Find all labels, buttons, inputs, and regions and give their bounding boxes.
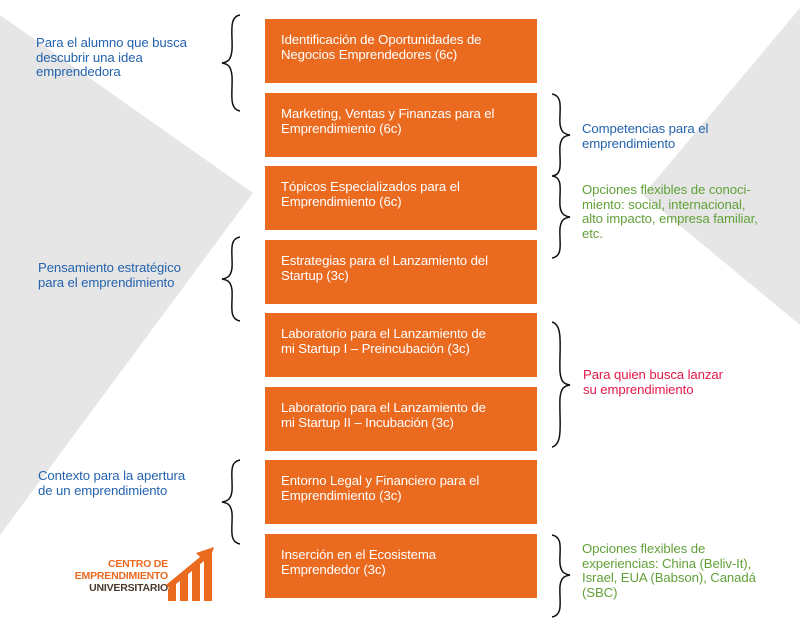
course-box: Entorno Legal y Financiero para el Empre… — [265, 460, 537, 524]
course-title-line1: Marketing, Ventas y Finanzas para el — [281, 106, 495, 121]
label-line: etc. — [582, 225, 603, 241]
left-label-discover-idea: Para el alumno que busca descubrir una i… — [36, 35, 187, 80]
label-line: descubrir una idea — [36, 49, 143, 65]
course-box: Laboratorio para el Lanzamiento de mi St… — [265, 313, 537, 377]
course-title-line1: Inserción en el Ecosistema — [281, 547, 436, 562]
course-title-line1: Laboratorio para el Lanzamiento de — [281, 400, 486, 415]
course-box: Laboratorio para el Lanzamiento de mi St… — [265, 387, 537, 451]
course-box: Estrategias para el Lanzamiento del Star… — [265, 240, 537, 304]
growth-chart-arrow-icon — [166, 547, 214, 601]
left-brace-icon — [221, 236, 241, 322]
course-title-line2: Negocios Emprendedores (6c) — [281, 47, 458, 62]
label-line: (SBC) — [582, 584, 618, 600]
course-title-line2: mi Startup I – Preincubación (3c) — [281, 341, 470, 356]
right-brace-icon — [551, 321, 571, 448]
course-box: Tópicos Especializados para el Emprendim… — [265, 166, 537, 230]
course-title-line1: Estrategias para el Lanzamiento del — [281, 253, 488, 268]
label-line: Para el alumno que busca — [36, 35, 187, 50]
right-label-launch: Para quien busca lanzar su emprendimient… — [583, 367, 723, 397]
right-label-competencies: Competencias para el emprendimiento — [582, 121, 709, 151]
logo-line3: UNIVERSITARIO — [89, 582, 168, 594]
course-title-line2: Emprendimiento (6c) — [281, 121, 402, 136]
course-box: Identificación de Oportunidades de Negoc… — [265, 19, 537, 83]
left-label-strategic-thinking: Pensamiento estratégico para el emprendi… — [38, 260, 181, 290]
label-line: emprendimiento — [582, 135, 676, 151]
right-chevron-shape — [643, 8, 800, 325]
label-line: Israel, EUA (Babson), Canadá — [582, 570, 756, 585]
left-brace-icon — [221, 459, 241, 545]
label-line: Para quien busca lanzar — [583, 367, 723, 382]
right-brace-icon — [551, 534, 571, 618]
left-brace-icon — [221, 14, 241, 112]
label-line: alto impacto, empresa familiar, — [582, 211, 758, 226]
course-title-line2: Startup (3c) — [281, 268, 349, 283]
left-label-context: Contexto para la apertura de un emprendi… — [38, 468, 186, 498]
course-title-line1: Laboratorio para el Lanzamiento de — [281, 326, 486, 341]
label-line: Pensamiento estratégico — [38, 260, 181, 275]
course-box: Marketing, Ventas y Finanzas para el Emp… — [265, 93, 537, 157]
left-chevron-shape — [0, 15, 253, 535]
label-line: Opciones flexibles de — [582, 541, 706, 556]
right-brace-icon — [551, 93, 571, 259]
course-title-line1: Tópicos Especializados para el — [281, 179, 460, 194]
logo-line1: CENTRO DE — [107, 558, 168, 570]
centro-emprendimiento-logo: CENTRO DE EMPRENDIMIENTO UNIVERSITARIO — [58, 543, 218, 603]
label-line: miento: social, internacional, — [582, 196, 746, 212]
course-box: Inserción en el Ecosistema Emprendedor (… — [265, 534, 537, 598]
label-line: Competencias para el — [582, 121, 709, 136]
course-title-line2: Emprendedor (3c) — [281, 562, 386, 577]
label-line: Opciones flexibles de conoci- — [582, 182, 751, 197]
course-title-line2: Emprendimiento (6c) — [281, 194, 402, 209]
label-line: para el emprendimiento — [38, 274, 175, 290]
logo-line2: EMPRENDIMIENTO — [74, 570, 168, 582]
label-line: emprendedora — [36, 64, 121, 79]
course-title-line2: mi Startup II – Incubación (3c) — [281, 415, 454, 430]
label-line: experiencias: China (Beliv-It), — [582, 555, 752, 571]
right-label-experience-options: Opciones flexibles de experiencias: Chin… — [582, 541, 756, 600]
course-title-line2: Emprendimiento (3c) — [281, 488, 402, 503]
right-label-knowledge-options: Opciones flexibles de conoci- miento: so… — [582, 182, 758, 241]
label-line: Contexto para la apertura — [38, 468, 186, 483]
course-title-line1: Entorno Legal y Financiero para el — [281, 473, 480, 488]
label-line: su emprendimiento — [583, 381, 694, 397]
label-line: de un emprendimiento — [38, 482, 168, 498]
course-title-line1: Identificación de Oportunidades de — [281, 32, 482, 47]
